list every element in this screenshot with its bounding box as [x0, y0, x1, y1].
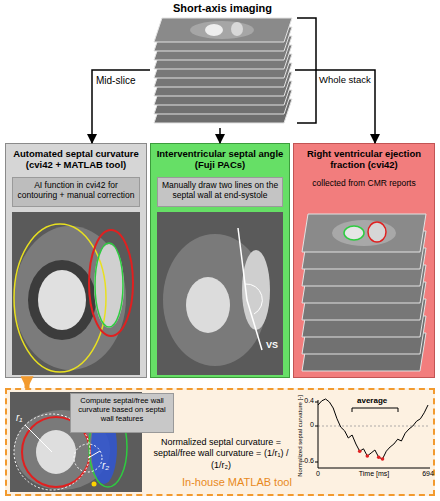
node-text: collected from CMR reports: [294, 178, 434, 188]
edge-label: Mid-slice: [96, 75, 135, 87]
radius-label: r₂: [102, 460, 109, 472]
step-box: Compute septal/free wall curvature based…: [70, 393, 174, 433]
ellipse-shape: [190, 21, 254, 39]
polygon-shape: [154, 81, 292, 105]
axis-title: Normalized septal curvature [-]: [297, 395, 304, 477]
tick-label: 0.4: [304, 397, 314, 405]
polygon-shape: [154, 36, 292, 60]
polygon-shape: [154, 27, 292, 51]
polygon-shape: [154, 72, 292, 96]
polygon-shape: [154, 45, 292, 69]
method-box: Right ventricular ejection fraction (cvi…: [293, 143, 435, 378]
node-text: Short-axis imaging: [150, 0, 295, 14]
polygon-shape: [154, 54, 292, 78]
node-text: Compute septal/free wall curvature based…: [71, 394, 173, 425]
axis-title: Time [ms]: [359, 470, 389, 478]
whole-stack-bracket: [297, 18, 316, 123]
chart-annotation: average: [357, 396, 387, 405]
image-stack: Short-axis imaging: [150, 0, 295, 128]
node-text: Automated septal curvature (cvi42 + MATL…: [6, 144, 146, 171]
polygon-shape: [154, 90, 292, 114]
node-text: Right ventricular ejection fraction (cvi…: [294, 144, 434, 171]
tick-label: 0: [316, 470, 320, 478]
node-text: Manually draw two lines on the septal wa…: [158, 178, 282, 202]
image-label: VS: [266, 340, 278, 350]
connector: [295, 70, 375, 143]
edge-label: Whole stack: [319, 75, 371, 86]
polygon-shape: [154, 63, 292, 87]
node-text: AI function in cvi42 for contouring + ma…: [13, 178, 139, 202]
step-box: Manually draw two lines on the septal wa…: [157, 177, 283, 207]
ellipse-shape: [205, 24, 223, 36]
polygon-shape: [154, 99, 292, 123]
short-axis-stack: [154, 18, 292, 123]
method-box: Automated septal curvature (cvi42 + MATL…: [5, 143, 147, 378]
radius-label: r₁: [16, 412, 22, 424]
polygon-shape: [154, 18, 292, 42]
path-shape: [297, 18, 316, 123]
connector: [219, 128, 221, 143]
tick-label: 694: [422, 470, 434, 478]
node-text: Interventricular septal angle (Fuji PACs…: [151, 144, 289, 171]
connector: [25, 378, 30, 388]
connector: [92, 70, 150, 143]
formula-text: Normalized septal curvature = septal/fre…: [150, 437, 292, 471]
ellipse-shape: [231, 22, 243, 36]
node-text: In-house MATLAB tool: [182, 476, 292, 488]
step-box: AI function in cvi42 for contouring + ma…: [12, 177, 140, 207]
tick-label: 0: [310, 421, 314, 429]
tick-label: -0.6: [302, 457, 314, 465]
